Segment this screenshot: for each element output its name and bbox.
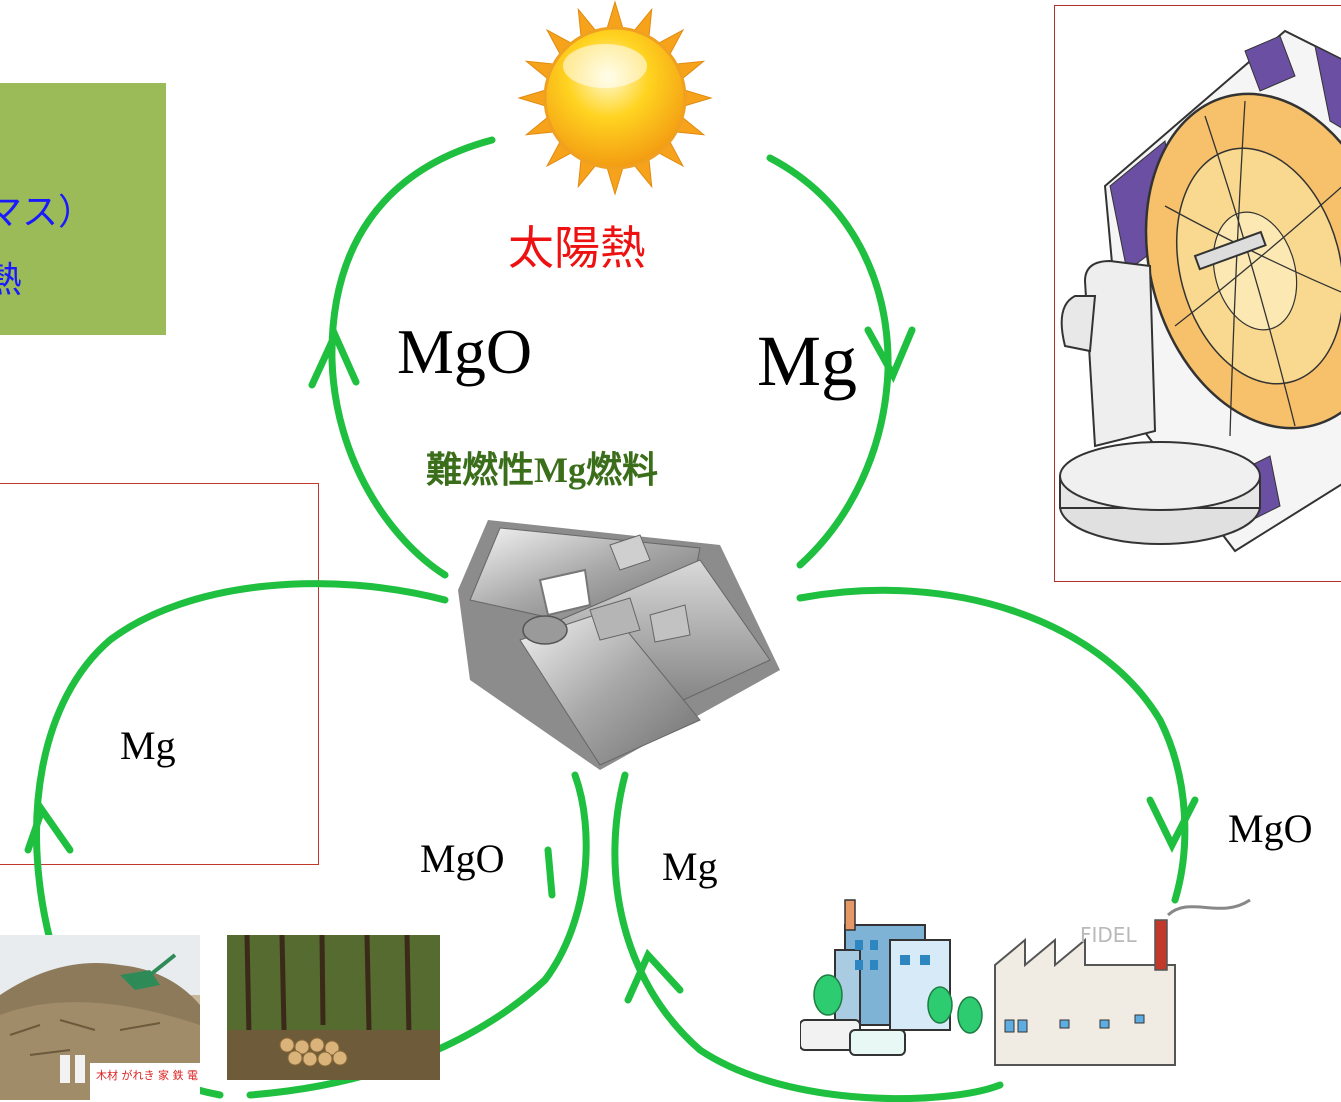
solar-furnace-frame [1054, 5, 1341, 582]
arrowhead-top-left [308, 326, 360, 389]
energy-source-line-2: 熱 [0, 260, 23, 301]
factory-illustration: FIDEL [800, 895, 1260, 1075]
mg-top-label: Mg [757, 321, 858, 401]
left-frame [0, 483, 319, 865]
debris-sign-2: がれき [121, 1069, 155, 1082]
debris-sign-3: 家 [158, 1069, 169, 1082]
debris-photo: 木材 がれき 家 鉄 電 [0, 935, 200, 1100]
factory-watermark: FIDEL [1080, 923, 1137, 947]
solar-furnace-illustration [1059, 29, 1341, 553]
arrowhead-right-down [1146, 796, 1199, 853]
debris-sign-4: 鉄 [172, 1069, 184, 1082]
mgo-left-label: MgO [420, 836, 505, 881]
arrowhead-bottom-up [624, 948, 684, 1004]
right-cycle-inner-arc [611, 771, 1004, 1102]
debris-sign-5: 電 [187, 1069, 198, 1082]
right-cycle-outer-arc [796, 586, 1189, 904]
energy-source-box: マス） 熱 [0, 83, 166, 335]
mgo-top-label: MgO [397, 316, 533, 387]
arrowhead-top-right [864, 326, 916, 383]
logs-photo [227, 935, 440, 1080]
arrowhead-left-up [24, 802, 74, 854]
energy-source-line-1: マス） [0, 192, 95, 233]
sun-heat-label: 太陽熱 [508, 221, 646, 275]
debris-sign-1: 木材 [96, 1069, 118, 1082]
fuel-label: 難燃性Mg燃料 [426, 450, 658, 490]
mg-left-label: Mg [120, 723, 176, 768]
arrowhead-left-down [544, 846, 556, 899]
mg-right-label: Mg [662, 844, 718, 889]
mgo-right-label: MgO [1228, 806, 1313, 851]
top-cycle-left-arc [328, 136, 496, 579]
